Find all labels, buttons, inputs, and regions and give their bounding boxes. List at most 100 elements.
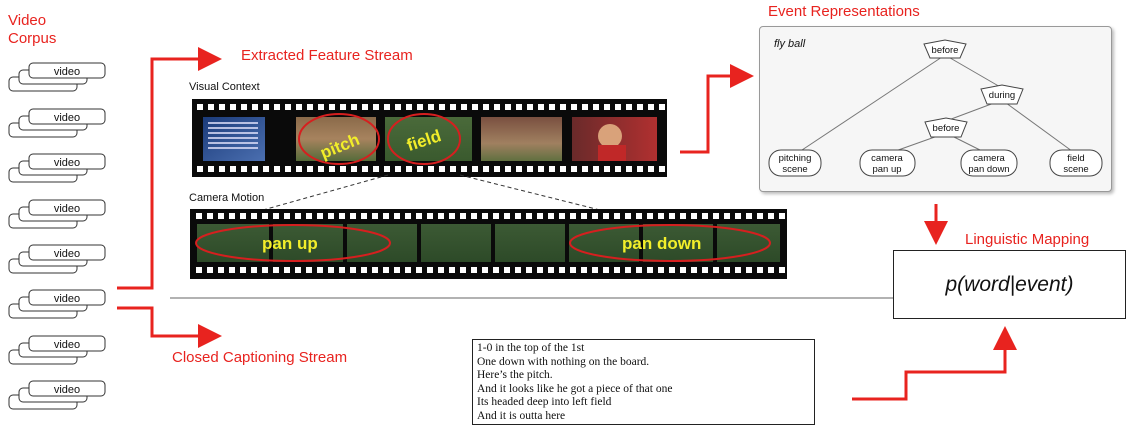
- sprocket-hole: [603, 267, 609, 273]
- captioning-stream-title: Closed Captioning Stream: [172, 349, 348, 366]
- sprocket-hole: [361, 267, 367, 273]
- sprocket-hole: [471, 267, 477, 273]
- sprocket-hole: [340, 166, 346, 172]
- video-label: video: [54, 339, 80, 351]
- sprocket-hole: [274, 166, 280, 172]
- feature-to-event-arrow: [680, 64, 754, 154]
- sprocket-hole: [240, 267, 246, 273]
- sprocket-hole: [625, 213, 631, 219]
- sprocket-hole: [263, 166, 269, 172]
- sprocket-hole: [241, 166, 247, 172]
- sprocket-hole: [251, 267, 257, 273]
- sprocket-hole: [196, 267, 202, 273]
- sprocket-hole: [460, 267, 466, 273]
- sprocket-hole: [229, 267, 235, 273]
- pan-up-ellipse: [195, 224, 391, 262]
- sprocket-hole: [548, 267, 554, 273]
- sprocket-hole: [659, 104, 665, 110]
- linguistic-mapping-box: p(word|event): [893, 250, 1126, 319]
- sprocket-hole: [372, 213, 378, 219]
- sprocket-hole: [592, 267, 598, 273]
- sprocket-hole: [251, 213, 257, 219]
- video-stack-6: [8, 289, 106, 319]
- sprocket-hole: [593, 104, 599, 110]
- sprocket-hole: [527, 166, 533, 172]
- frame-field: [385, 117, 472, 161]
- sprocket-hole: [581, 267, 587, 273]
- sprocket-hole: [504, 213, 510, 219]
- sprocket-hole: [582, 104, 588, 110]
- sprocket-hole: [559, 213, 565, 219]
- sprocket-hole: [636, 267, 642, 273]
- sprocket-hole: [285, 166, 291, 172]
- sprocket-hole: [779, 213, 785, 219]
- sprocket-hole: [318, 166, 324, 172]
- sprocket-hole: [395, 166, 401, 172]
- video-label: video: [54, 203, 80, 215]
- sprocket-hole: [428, 104, 434, 110]
- sprocket-hole: [581, 213, 587, 219]
- sprocket-hole: [713, 213, 719, 219]
- sprocket-hole: [702, 267, 708, 273]
- sprocket-hole: [571, 166, 577, 172]
- sprocket-hole: [229, 213, 235, 219]
- sprocket-hole: [527, 104, 533, 110]
- sprocket-hole: [406, 104, 412, 110]
- sprocket-hole: [328, 213, 334, 219]
- sprocket-hole: [637, 104, 643, 110]
- sprocket-hole: [296, 166, 302, 172]
- sprocket-hole: [768, 267, 774, 273]
- sprocket-hole: [262, 213, 268, 219]
- sprocket-hole: [746, 213, 752, 219]
- sprocket-hole: [669, 267, 675, 273]
- sprocket-hole: [757, 213, 763, 219]
- sprocket-hole: [648, 104, 654, 110]
- sprocket-hole: [439, 104, 445, 110]
- sprocket-hole: [197, 166, 203, 172]
- sprocket-hole: [537, 267, 543, 273]
- sprocket-hole: [394, 267, 400, 273]
- sprocket-hole: [647, 213, 653, 219]
- sprocket-hole: [537, 213, 543, 219]
- caption-line: And it looks like he got a piece of that…: [477, 382, 673, 395]
- sprocket-hole: [427, 267, 433, 273]
- captions-to-mapping-arrow: [852, 326, 1017, 401]
- event-name: fly ball: [774, 38, 806, 50]
- sprocket-hole: [351, 166, 357, 172]
- sprocket-hole: [658, 267, 664, 273]
- sprocket-hole: [230, 166, 236, 172]
- corpus-title: Video Corpus: [8, 12, 56, 48]
- sprocket-hole: [626, 104, 632, 110]
- sprocket-hole: [252, 166, 258, 172]
- sprocket-hole: [647, 267, 653, 273]
- sprocket-hole: [317, 267, 323, 273]
- sprocket-hole: [351, 104, 357, 110]
- sprocket-hole: [405, 213, 411, 219]
- sprocket-hole: [461, 166, 467, 172]
- sprocket-hole: [438, 267, 444, 273]
- sprocket-hole: [680, 213, 686, 219]
- sprocket-hole: [350, 213, 356, 219]
- sprocket-hole: [317, 213, 323, 219]
- sprocket-hole: [197, 104, 203, 110]
- frame-play: [481, 117, 562, 161]
- video-label: video: [54, 112, 80, 124]
- sprocket-hole: [284, 267, 290, 273]
- sprocket-hole: [504, 267, 510, 273]
- caption-line: Its headed deep into left field: [477, 396, 612, 408]
- sprocket-hole: [450, 104, 456, 110]
- sprocket-hole: [328, 267, 334, 273]
- sprocket-hole: [560, 104, 566, 110]
- sprocket-hole: [373, 104, 379, 110]
- sprocket-hole: [724, 213, 730, 219]
- sprocket-hole: [252, 104, 258, 110]
- sprocket-hole: [449, 213, 455, 219]
- sprocket-hole: [241, 104, 247, 110]
- sprocket-hole: [472, 104, 478, 110]
- sprocket-hole: [329, 104, 335, 110]
- sprocket-hole: [295, 267, 301, 273]
- sprocket-hole: [219, 166, 225, 172]
- sprocket-hole: [273, 213, 279, 219]
- sprocket-hole: [582, 166, 588, 172]
